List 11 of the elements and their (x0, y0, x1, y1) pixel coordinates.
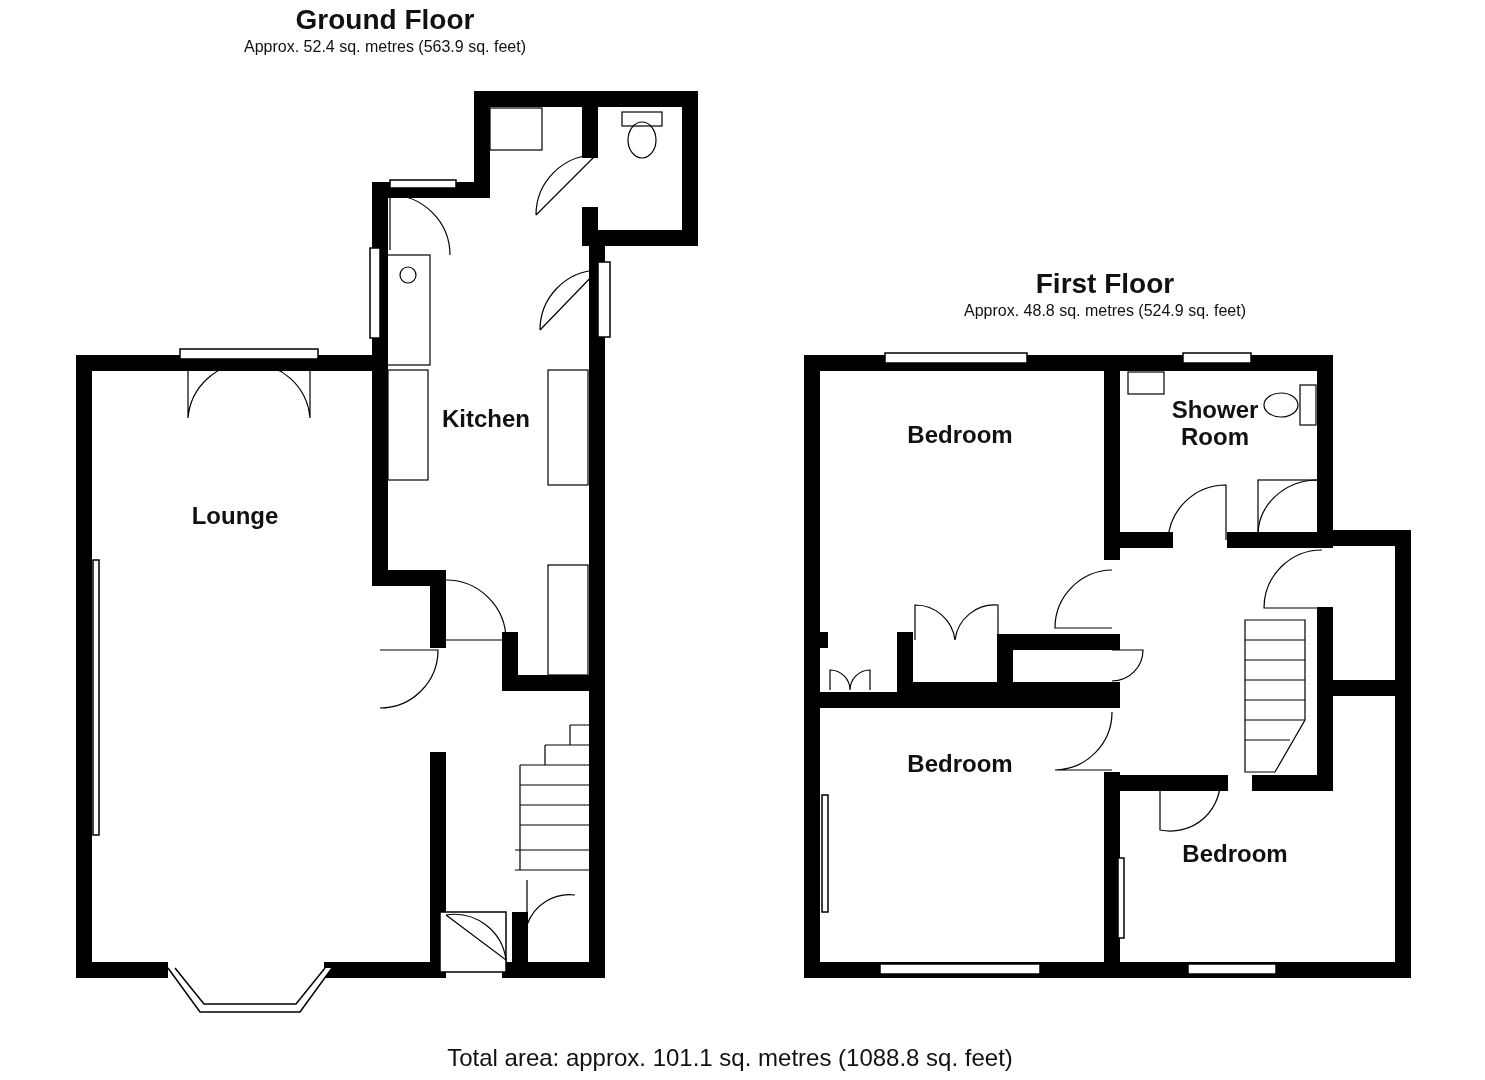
floor-title: Ground Floor (294, 4, 476, 36)
floor-area-note: Approx. 52.4 sq. metres (563.9 sq. feet) (243, 38, 527, 56)
room-label: Bedroom (890, 421, 1030, 448)
room-label: Kitchen (426, 405, 546, 432)
floor-title: First Floor (1034, 268, 1176, 300)
floor-area-note: Approx. 48.8 sq. metres (524.9 sq. feet) (963, 302, 1247, 320)
room-label: Lounge (170, 502, 300, 529)
room-label: Shower Room (1155, 396, 1275, 450)
room-label: Bedroom (1170, 840, 1300, 867)
total-area-note: Total area: approx. 101.1 sq. metres (1088.8 sq. feet) (446, 1044, 1014, 1072)
room-label: Bedroom (890, 750, 1030, 777)
